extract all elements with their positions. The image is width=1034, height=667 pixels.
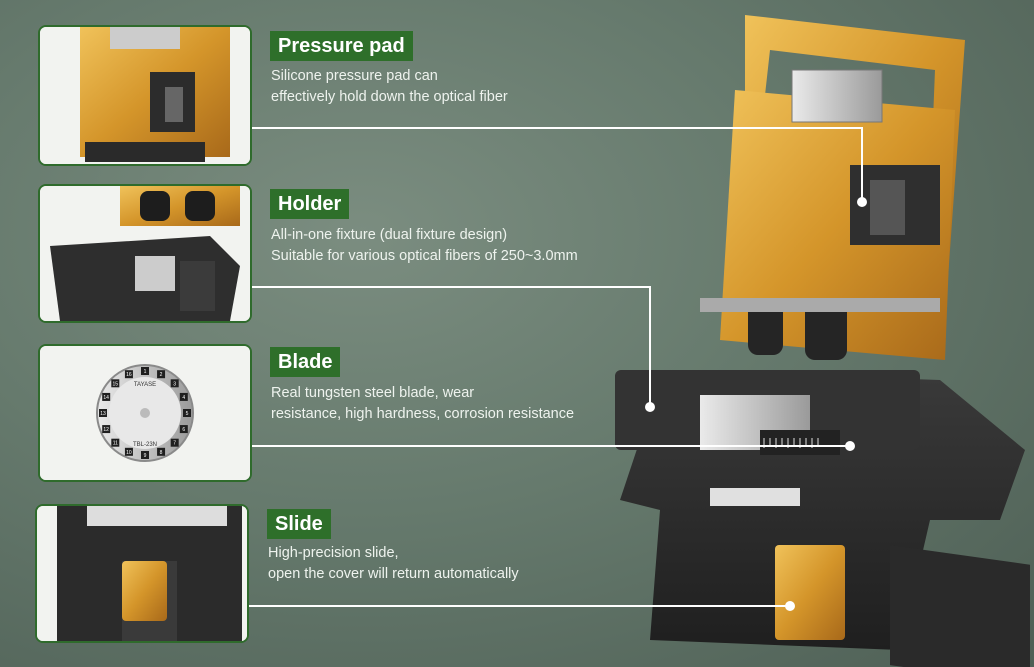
blade-number-cell xyxy=(102,392,111,401)
blade-number-cell xyxy=(124,447,133,456)
blade-number-cell xyxy=(170,438,179,447)
pressure-pad-block xyxy=(791,69,883,123)
callout-dots xyxy=(645,197,867,611)
blade-number-cell xyxy=(141,451,149,459)
blade-number-cell xyxy=(111,438,120,447)
feature-desc-pressure-pad: Silicone pressure pad can effectively ho… xyxy=(271,66,508,108)
feature-desc-slide: High-precision slide, open the cover wil… xyxy=(268,543,519,585)
blade-model: TBL-23N xyxy=(133,442,157,448)
slide-block xyxy=(775,545,845,640)
desc-line: Silicone pressure pad can xyxy=(271,68,438,84)
slide-thumbnail xyxy=(35,504,249,643)
desc-line: effectively hold down the optical fiber xyxy=(271,89,508,105)
blade-number-cell xyxy=(111,379,120,388)
blade-number-cell xyxy=(179,425,188,434)
blade-number: 11 xyxy=(113,441,118,447)
blade-brand: TAYASE xyxy=(134,382,156,388)
slide-pad xyxy=(710,488,800,506)
blade-number: 12 xyxy=(103,427,109,433)
blade-number-cell xyxy=(179,392,188,401)
callout-lines xyxy=(245,127,863,607)
feature-desc-holder: All-in-one fixture (dual fixture design)… xyxy=(271,225,578,267)
blade-number: 5 xyxy=(186,411,189,417)
hinge-rod xyxy=(700,298,940,312)
blade-number: 15 xyxy=(113,381,119,387)
blade-number: 13 xyxy=(100,411,106,417)
blade-number-cell xyxy=(183,409,191,417)
blade-number-cell xyxy=(124,370,133,379)
desc-line: All-in-one fixture (dual fixture design) xyxy=(271,227,508,243)
slide-closeup-icon xyxy=(37,506,247,641)
blade-number-cell xyxy=(99,409,107,417)
blade-number: 4 xyxy=(182,395,185,401)
blade-number: 8 xyxy=(160,450,163,456)
hinge-roller-right xyxy=(805,302,847,360)
blade-number: 14 xyxy=(103,395,109,401)
feature-title-pressure-pad: Pressure pad xyxy=(270,31,413,61)
blade-number: 6 xyxy=(182,427,185,433)
lid-body xyxy=(720,90,955,360)
hinge-roller-left xyxy=(748,300,783,355)
blade-number: 10 xyxy=(126,450,132,456)
lid-clamp-inner xyxy=(870,180,905,235)
desc-line: Real tungsten steel blade, wear xyxy=(271,385,475,401)
blade-number-cell xyxy=(102,425,111,434)
desc-line: High-precision slide, xyxy=(268,545,399,561)
feature-desc-blade: Real tungsten steel blade, wear resistan… xyxy=(271,383,574,425)
desc-line: Suitable for various optical fibers of 2… xyxy=(271,248,578,264)
feature-title-holder: Holder xyxy=(270,189,350,219)
pressure-pad-closeup-icon xyxy=(40,27,250,164)
holder-thumbnail xyxy=(38,184,252,323)
blade-number: 1 xyxy=(144,369,147,375)
blade-number: 16 xyxy=(126,372,132,378)
blade-number-cell xyxy=(157,370,166,379)
desc-line: open the cover will return automatically xyxy=(268,566,519,582)
blade-number: 7 xyxy=(173,441,176,447)
desc-line: resistance, high hardness, corrosion res… xyxy=(271,406,575,422)
blade-number-cell xyxy=(157,447,166,456)
cleaver-right-wing xyxy=(890,545,1030,667)
blade-number-cell xyxy=(141,367,149,375)
blade-number-cell xyxy=(170,379,179,388)
pressure-pad-thumbnail xyxy=(38,25,252,166)
feature-title-blade: Blade xyxy=(270,347,341,377)
blade-number: 2 xyxy=(160,372,163,378)
feature-title-slide: Slide xyxy=(267,509,331,539)
blade-number: 9 xyxy=(144,453,147,459)
holder-closeup-icon xyxy=(40,186,250,321)
blade-number: 3 xyxy=(173,381,176,387)
